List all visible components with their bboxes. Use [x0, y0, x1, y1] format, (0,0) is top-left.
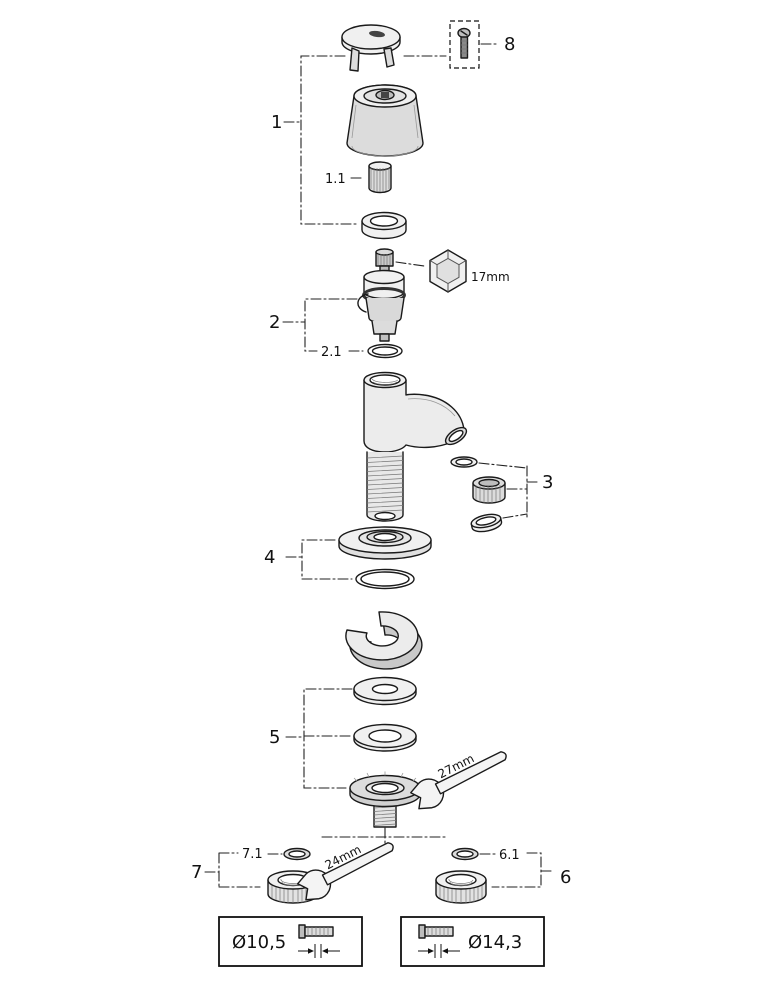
part-6-1-seal	[451, 847, 479, 861]
callout-3-label: 3	[542, 472, 553, 493]
callout-6-1-label: 6.1	[499, 848, 520, 863]
mounting-horseshoe	[345, 611, 423, 670]
bracket-part-1	[300, 55, 358, 225]
callout-2-label: 2	[269, 312, 280, 333]
callout-7-1-label: 7.1	[242, 847, 263, 862]
wrench-24mm: 24mm	[297, 842, 394, 901]
faucet-body	[363, 371, 468, 453]
cap-part	[341, 24, 401, 72]
part-3-aerator-set	[450, 456, 539, 533]
callout-1-label: 1	[271, 112, 282, 133]
part-8-screw	[449, 20, 499, 69]
hex-size-label: 17mm	[471, 270, 510, 284]
wrench-27mm: 27mm	[410, 751, 507, 810]
part-1-1-adapter	[368, 161, 392, 194]
thread-size-box-large: Ø14,3	[400, 916, 545, 967]
thread-size-box-small: Ø10,5	[218, 916, 363, 967]
part-2-cartridge	[357, 248, 425, 342]
part-4-escutcheon	[338, 526, 432, 560]
thread-small-label: Ø10,5	[232, 932, 286, 953]
part-2-1-oring	[367, 343, 403, 359]
callout-7-label: 7	[191, 862, 202, 883]
part-5-washer-lower	[353, 723, 417, 752]
threaded-shank	[366, 451, 404, 522]
part-5-washer-upper	[353, 676, 417, 706]
bracket-part-4	[301, 539, 353, 580]
bracket-part-6	[491, 852, 554, 888]
part-6-union-nut	[435, 870, 487, 904]
part-4-oring	[355, 568, 415, 590]
callout-2-1-label: 2.1	[321, 345, 342, 360]
hex-17mm-symbol	[429, 249, 467, 293]
bolt-icon	[298, 924, 340, 958]
thread-large-label: Ø14,3	[468, 932, 522, 953]
break-line	[321, 827, 449, 849]
callout-8-label: 8	[504, 34, 515, 55]
part-1-handle	[346, 84, 424, 157]
part-7-1-seal	[283, 847, 311, 861]
callout-6-label: 6	[560, 867, 571, 888]
bracket-part-2	[304, 298, 358, 352]
callout-4-label: 4	[264, 547, 275, 568]
callout-1-1-label: 1.1	[325, 172, 346, 187]
part-5-mounting-nut	[349, 771, 421, 828]
bolt-icon	[418, 924, 460, 958]
locking-ring	[361, 211, 407, 240]
bracket-part-7	[204, 852, 261, 888]
bracket-part-5	[285, 688, 353, 789]
callout-5-label: 5	[269, 727, 280, 748]
